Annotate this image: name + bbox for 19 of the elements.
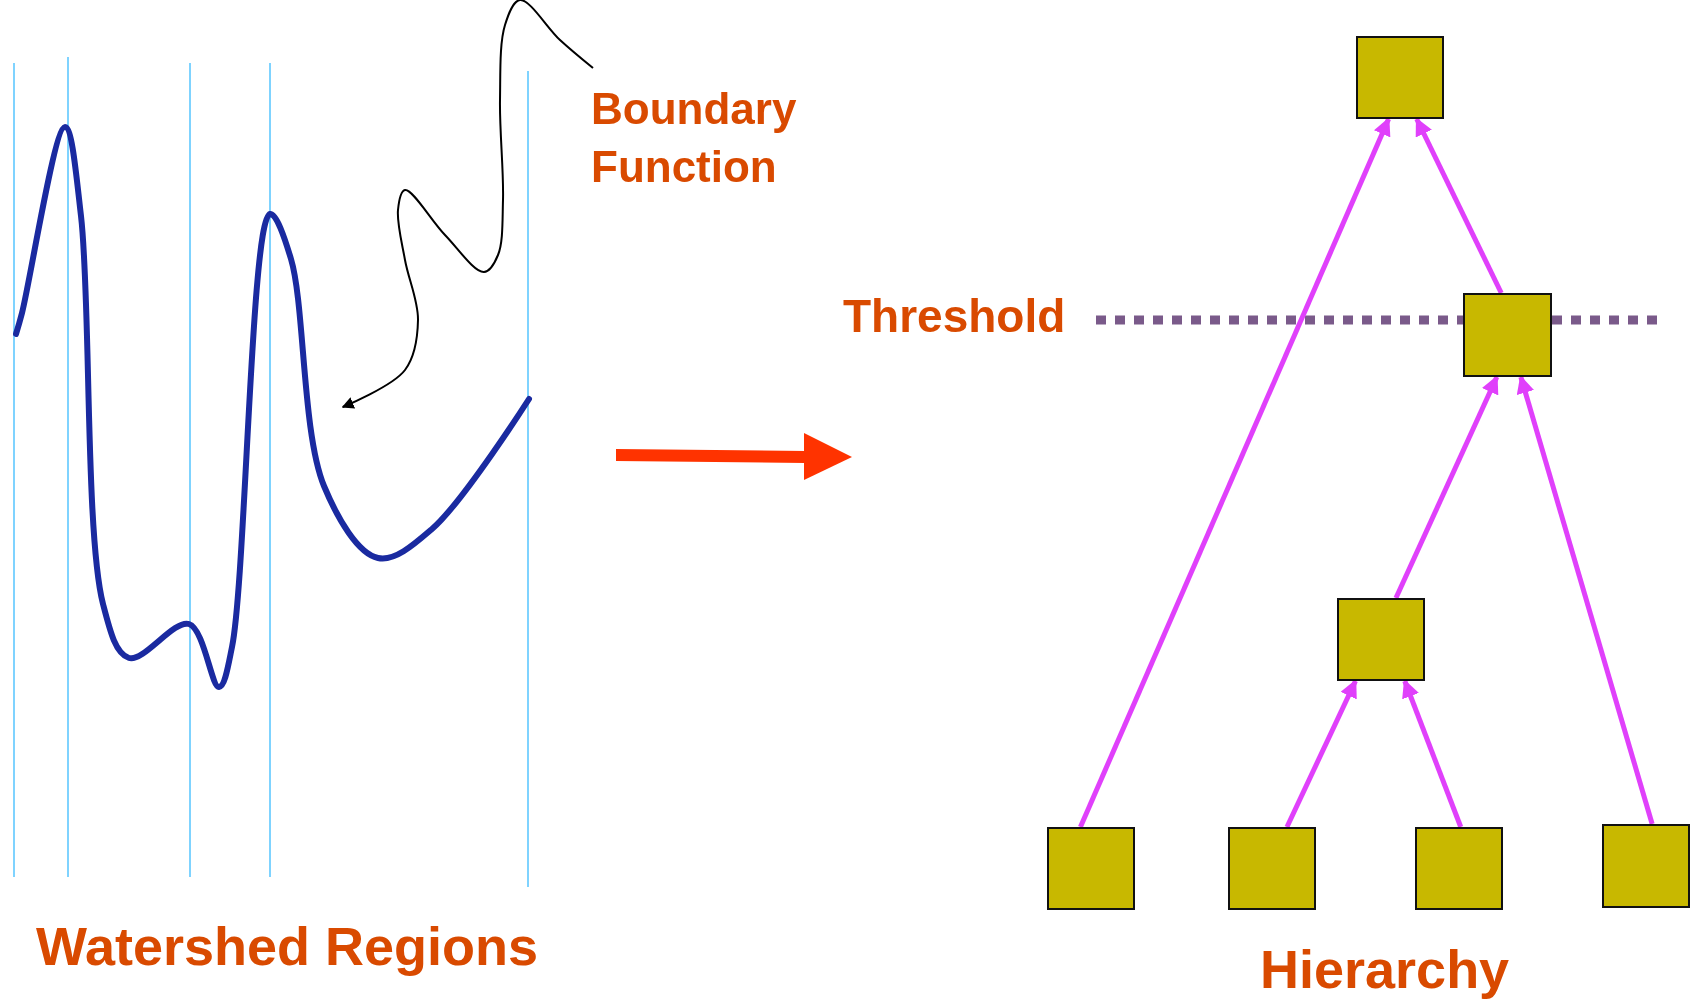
leader-line — [341, 0, 594, 409]
square-node — [1228, 827, 1316, 910]
square-node — [1337, 598, 1425, 681]
arrow — [1284, 679, 1358, 829]
arrow — [1414, 117, 1504, 295]
arrow — [1078, 117, 1391, 828]
region-caption: Watershed Regions — [36, 915, 539, 978]
square-node — [1415, 827, 1503, 910]
square-node — [1602, 824, 1690, 908]
boundary-function-label: Boundary Function — [591, 80, 831, 196]
arrow — [1402, 679, 1464, 828]
threshold-label: Threshold — [843, 289, 1066, 344]
hierarchy-caption: Hierarchy — [1260, 938, 1510, 1001]
arrow — [1393, 375, 1500, 600]
square-node — [1047, 827, 1135, 910]
square-node — [1356, 36, 1444, 119]
boundary-curve — [13, 124, 532, 690]
arrow — [1516, 375, 1655, 825]
square-node — [1463, 293, 1552, 377]
